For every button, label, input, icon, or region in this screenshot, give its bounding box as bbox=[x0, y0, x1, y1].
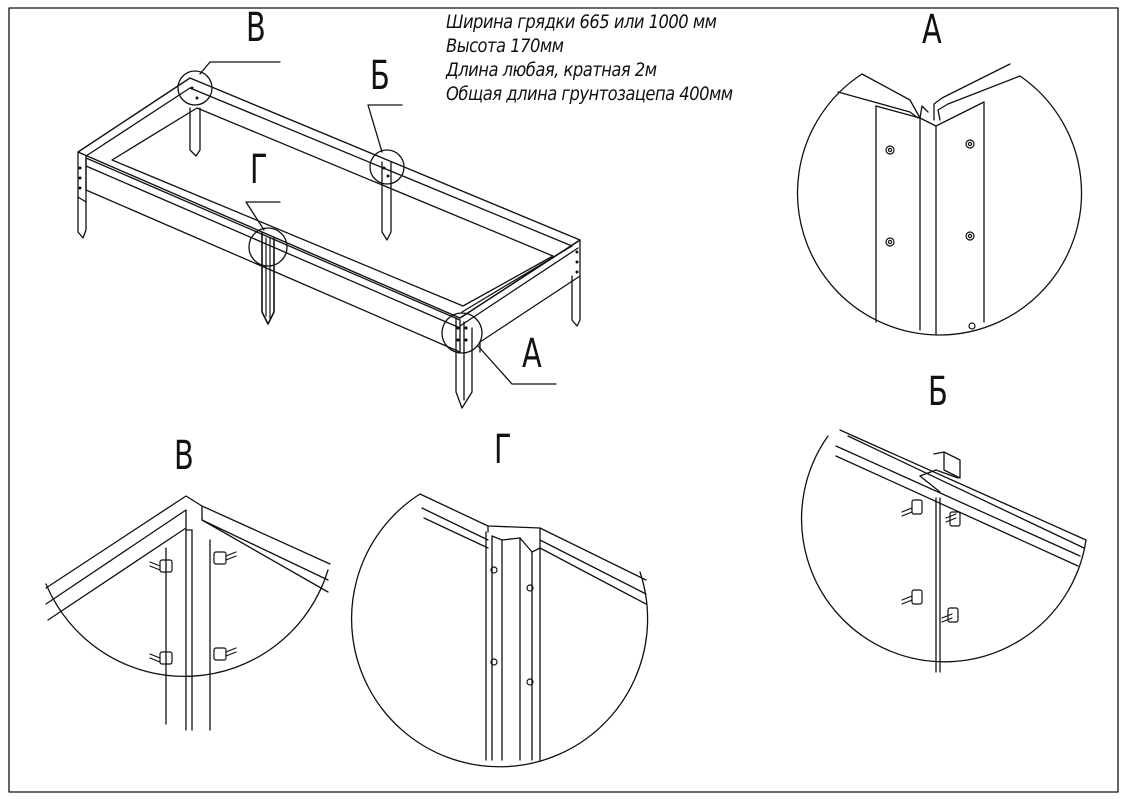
sheet-border bbox=[8, 7, 1119, 793]
overview-label-g: Г bbox=[250, 147, 268, 193]
detail-title-a: А bbox=[922, 7, 942, 53]
overview-label-b: Б bbox=[370, 53, 390, 99]
detail-v-drawing bbox=[45, 495, 331, 731]
detail-a-drawing bbox=[796, 63, 1083, 336]
detail-marker-a bbox=[441, 312, 483, 354]
detail-marker-g bbox=[248, 227, 288, 267]
note-width: Ширина грядки 665 или 1000 мм bbox=[446, 11, 717, 33]
spec-notes: Ширина грядки 665 или 1000 мм Высота 170… bbox=[446, 10, 756, 106]
detail-b-drawing bbox=[800, 429, 1087, 673]
note-stake-length: Общая длина грунтозацепа 400мм bbox=[446, 83, 733, 105]
garden-bed-overview bbox=[77, 61, 581, 409]
detail-title-g: Г bbox=[494, 427, 512, 473]
detail-marker-v bbox=[177, 70, 213, 106]
detail-g-drawing bbox=[350, 493, 649, 768]
overview-label-v: В bbox=[246, 5, 266, 51]
detail-marker-b bbox=[369, 149, 405, 185]
note-length: Длина любая, кратная 2м bbox=[446, 59, 657, 81]
note-height: Высота 170мм bbox=[446, 35, 564, 57]
detail-title-b: Б bbox=[928, 369, 948, 415]
overview-label-a: А bbox=[522, 331, 542, 377]
detail-title-v: В bbox=[174, 433, 194, 479]
